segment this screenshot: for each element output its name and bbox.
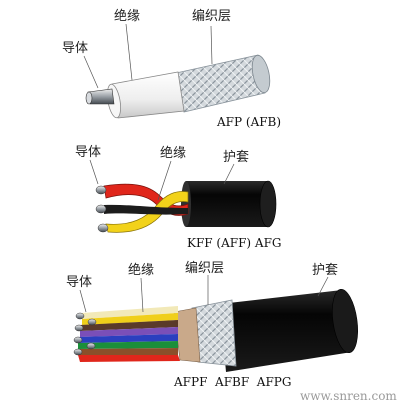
conductor-tips-3 — [73, 312, 97, 356]
jacket-3 — [220, 290, 352, 372]
label-conductor-3: 导体 — [66, 275, 93, 290]
braid-shield-1 — [175, 54, 266, 113]
label-conductor-1: 导体 — [62, 41, 89, 56]
black-insulation-2 — [104, 204, 188, 215]
label-braid-1: 编织层 — [192, 9, 232, 24]
label-insulation-1: 绝缘 — [114, 9, 141, 24]
diagram-3-cable — [73, 275, 358, 372]
conductor-2c — [97, 223, 109, 233]
label-jacket-2: 护套 — [223, 150, 250, 165]
model-diagram-2: KFF (AFF) AFG — [187, 236, 282, 250]
label-jacket-3: 护套 — [312, 263, 339, 278]
diagram-2-cable — [89, 159, 277, 233]
jacket-2 — [186, 181, 268, 227]
diagram-1-cable — [83, 23, 271, 119]
watermark: www.snren.com — [300, 389, 397, 403]
model-diagram-3: AFPF AFBF AFPG — [174, 375, 292, 389]
colored-cores-3 — [78, 306, 180, 362]
label-braid-3: 编织层 — [185, 261, 225, 276]
label-conductor-2: 导体 — [75, 145, 102, 160]
model-diagram-1: AFP (AFB) — [217, 115, 282, 129]
conductor-2a — [95, 185, 107, 195]
label-insulation-2: 绝缘 — [160, 146, 187, 161]
conductor-2b — [95, 204, 107, 214]
label-insulation-3: 绝缘 — [128, 263, 155, 278]
insulation-1 — [111, 71, 185, 119]
